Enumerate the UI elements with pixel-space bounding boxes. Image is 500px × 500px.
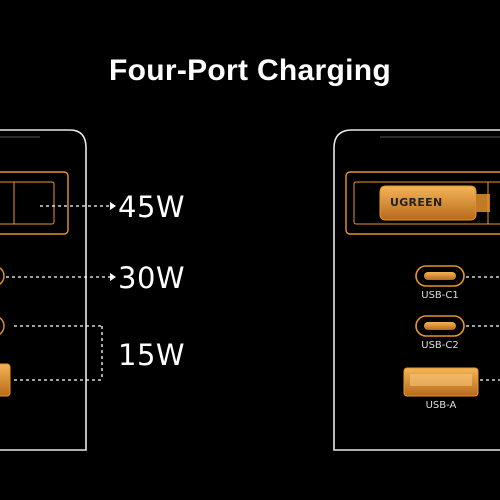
brand-logo: UGREEN bbox=[390, 196, 443, 209]
port-label-usb-a: USB-A bbox=[425, 400, 457, 411]
left-usb-c2-port bbox=[0, 317, 5, 335]
right-plug-body bbox=[379, 185, 477, 221]
page-title: Four-Port Charging bbox=[108, 54, 392, 87]
right-ac-prong-frame bbox=[345, 171, 500, 235]
left-usb-a-port bbox=[0, 363, 11, 397]
left-charger-body bbox=[0, 129, 87, 451]
wattage-15w: 15W bbox=[118, 338, 186, 372]
port-label-usb-c2: USB-C2 bbox=[421, 340, 459, 351]
right-usb-c1-port bbox=[415, 265, 465, 287]
right-charger-body bbox=[333, 129, 500, 451]
wattage-30w: 30W bbox=[118, 261, 186, 295]
left-usb-c1-port bbox=[0, 267, 5, 285]
wattage-45w: 45W bbox=[118, 190, 186, 224]
right-usb-c2-port bbox=[415, 315, 465, 337]
left-ac-prong bbox=[0, 171, 69, 235]
port-label-usb-c1: USB-C1 bbox=[421, 290, 459, 301]
